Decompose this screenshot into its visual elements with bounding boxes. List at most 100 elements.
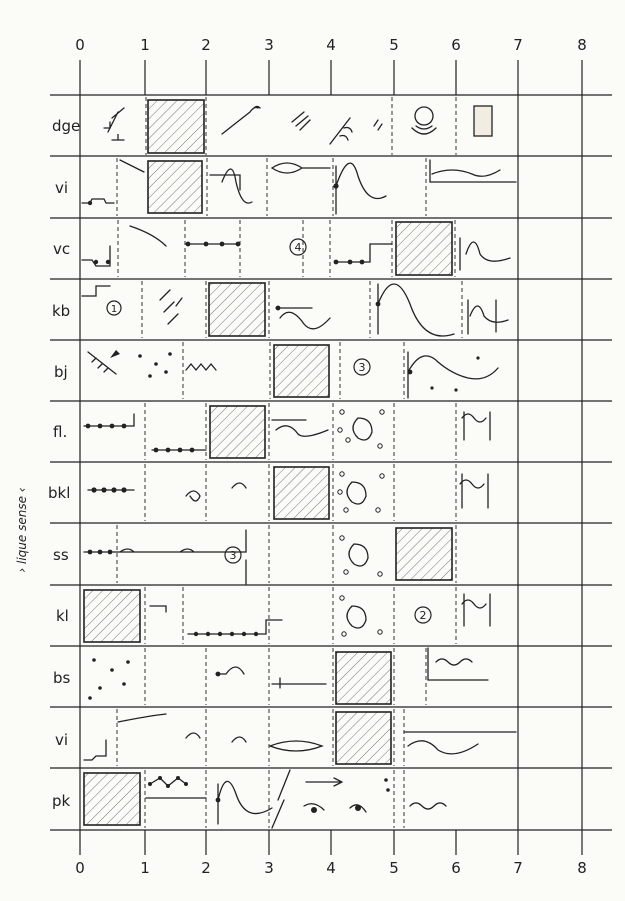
instrument-label: dge [52, 117, 80, 135]
hatched-block-fl [209, 405, 266, 459]
hatched-block-vi [147, 160, 203, 214]
circled-cues: 1 4 3 3 2 [106, 238, 432, 624]
axis-bottom-label: 0 [75, 859, 85, 877]
axis-top-label: 3 [264, 36, 274, 54]
sketch-marks [81, 105, 517, 829]
curve-line [335, 162, 387, 215]
hatched-block-bs [335, 651, 392, 705]
scratch-mark [87, 351, 117, 375]
row-dividers [50, 94, 612, 831]
hatched-block-bj [273, 344, 330, 398]
pitch-line [81, 245, 111, 267]
spiral-symbol [346, 605, 367, 629]
curve-line [215, 666, 245, 675]
pitch-line [81, 198, 115, 204]
pitch-line [335, 243, 393, 263]
instrument-label: bj [54, 363, 68, 381]
axis-ticks [79, 60, 583, 855]
svg-text:3: 3 [230, 549, 237, 562]
instrument-label: bkl [48, 484, 70, 502]
curve-line [275, 307, 331, 330]
hatched-block-dge [147, 99, 205, 154]
hatched-block-kl [83, 589, 141, 643]
curve-line [459, 237, 511, 271]
pitch-line [83, 529, 247, 585]
circle-symbol [414, 106, 434, 126]
lens-shape [270, 162, 331, 174]
instrument-label: vi [55, 731, 68, 749]
curve-line [467, 299, 509, 335]
axis-bottom-label: 8 [577, 859, 587, 877]
axis-top-label: 6 [451, 36, 461, 54]
spiral-symbol [346, 481, 367, 505]
spiral-symbol [348, 543, 369, 567]
rect-symbol [473, 105, 493, 137]
instrument-label: bs [53, 669, 71, 687]
axis-top: 0 1 2 3 4 5 6 7 8 [75, 36, 587, 54]
hatched-block-pk [83, 772, 141, 826]
gliss-line [117, 713, 167, 723]
axis-top-label: 2 [201, 36, 211, 54]
bow-gesture-mark [221, 105, 261, 135]
svg-text:4: 4 [295, 241, 302, 254]
axis-bottom-label: 6 [451, 859, 461, 877]
axis-bottom-label: 4 [326, 859, 336, 877]
hatched-block-vi2 [335, 711, 392, 765]
cue-marker: 3 [353, 358, 371, 376]
curve-line [459, 473, 489, 509]
dashed-separators [116, 97, 463, 828]
svg-text:1: 1 [111, 304, 117, 315]
bow-gesture-mark [329, 117, 383, 145]
curve-line [217, 780, 273, 825]
axis-bottom-label: 7 [513, 859, 523, 877]
dot-marks [85, 183, 480, 813]
curve-line [427, 647, 489, 681]
axis-bottom: 0 1 2 3 4 5 6 7 8 [75, 859, 587, 877]
rhythm-mark [145, 777, 207, 799]
cue-marker: 2 [414, 606, 432, 624]
curve-line [271, 419, 329, 437]
axis-bottom-label: 1 [140, 859, 150, 877]
curve-line [209, 168, 253, 204]
instrument-labels: dge vi vc kb bj fl. bkl ss kl bs vi pk [48, 117, 80, 810]
bow-gesture-mark [103, 107, 125, 141]
curve-line [461, 593, 491, 627]
instrument-label: fl. [53, 423, 67, 441]
gliss-line [129, 225, 167, 247]
pitch-line [81, 285, 111, 297]
axis-bottom-label: 3 [264, 859, 274, 877]
cue-marker: 4 [289, 238, 307, 256]
curve-line [461, 411, 491, 441]
svg-text:2: 2 [420, 609, 427, 622]
axis-top-label: 1 [140, 36, 150, 54]
hatched-block-ss [395, 527, 453, 581]
squiggle-mark [185, 732, 247, 743]
cue-marker: 1 [106, 300, 122, 316]
instrument-label: vc [53, 240, 70, 258]
slash-divider [271, 769, 291, 829]
instrument-label: kb [52, 302, 70, 320]
squiggle-mark [185, 482, 247, 502]
cue-marker: 3 [224, 546, 242, 564]
instrument-label: vi [55, 179, 68, 197]
pitch-line [83, 739, 107, 761]
axis-top-label: 0 [75, 36, 85, 54]
arrow-mark [303, 777, 367, 813]
instrument-label: pk [52, 792, 71, 810]
svg-text:3: 3 [359, 361, 366, 374]
axis-top-label: 8 [577, 36, 587, 54]
hatched-block-bkl [273, 466, 330, 520]
axis-top-label: 5 [389, 36, 399, 54]
side-note: › lique sense ‹ [15, 487, 29, 572]
axis-top-label: 4 [326, 36, 336, 54]
hatched-block-kb [208, 282, 266, 337]
wave-symbol [411, 125, 437, 135]
instrument-label: kl [56, 607, 69, 625]
gliss-line [119, 159, 145, 173]
axis-top-label: 7 [513, 36, 523, 54]
hatched-blocks [83, 99, 453, 826]
curve-line [429, 159, 517, 183]
scratch-mark [159, 289, 183, 325]
axis-bottom-label: 5 [389, 859, 399, 877]
